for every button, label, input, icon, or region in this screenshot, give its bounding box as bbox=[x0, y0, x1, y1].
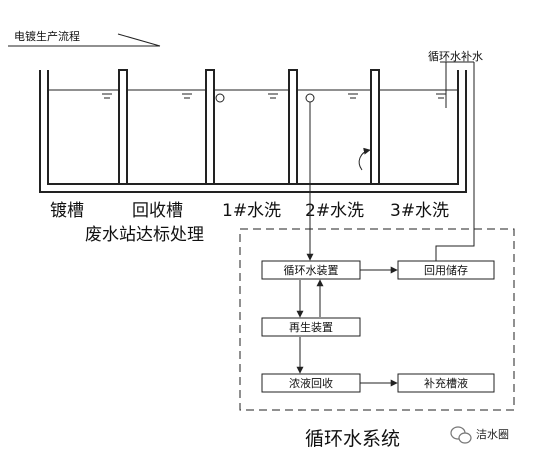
regeneration-unit-label: 再生装置 bbox=[289, 320, 333, 334]
watermark: 洁水圈 bbox=[450, 426, 509, 444]
overflow-port-2 bbox=[305, 93, 315, 103]
diagram-title: 电镀生产流程 bbox=[14, 29, 80, 43]
reuse-storage-label: 回用储存 bbox=[424, 263, 468, 277]
tank-label-rinse-3: 3#水洗 bbox=[390, 201, 449, 221]
tank-label-rinse-2: 2#水洗 bbox=[305, 201, 364, 221]
tank-outer-walls bbox=[39, 70, 467, 193]
tank-dividers bbox=[118, 69, 380, 185]
tank-label-rinse-1: 1#水洗 bbox=[222, 201, 281, 221]
circulation-unit-label: 循环水装置 bbox=[284, 264, 339, 277]
regeneration-unit-box bbox=[261, 317, 361, 337]
water-levels bbox=[48, 89, 458, 99]
overflow-port-1 bbox=[215, 93, 225, 103]
tank-inner-walls bbox=[47, 70, 459, 185]
concentrate-recovery-label: 浓液回收 bbox=[289, 376, 333, 390]
waste-treatment-label: 废水站达标处理 bbox=[85, 225, 204, 245]
makeup-water-pipe bbox=[435, 62, 475, 262]
system-title: 循环水系统 bbox=[305, 428, 400, 450]
wechat-icon bbox=[450, 426, 472, 444]
tank-label-recovery: 回收槽 bbox=[132, 201, 183, 221]
replenish-bath-label: 补充槽液 bbox=[424, 376, 468, 390]
watermark-text: 洁水圈 bbox=[476, 428, 509, 441]
replenish-bath-box bbox=[397, 373, 495, 393]
title-slant bbox=[117, 33, 161, 47]
tank-label-plating: 镀槽 bbox=[50, 201, 84, 221]
makeup-water-label: 循环水补水 bbox=[428, 50, 483, 63]
circulation-system-frame bbox=[239, 228, 515, 411]
stir-arrow-icon bbox=[358, 147, 371, 171]
reuse-storage-box bbox=[397, 260, 495, 280]
